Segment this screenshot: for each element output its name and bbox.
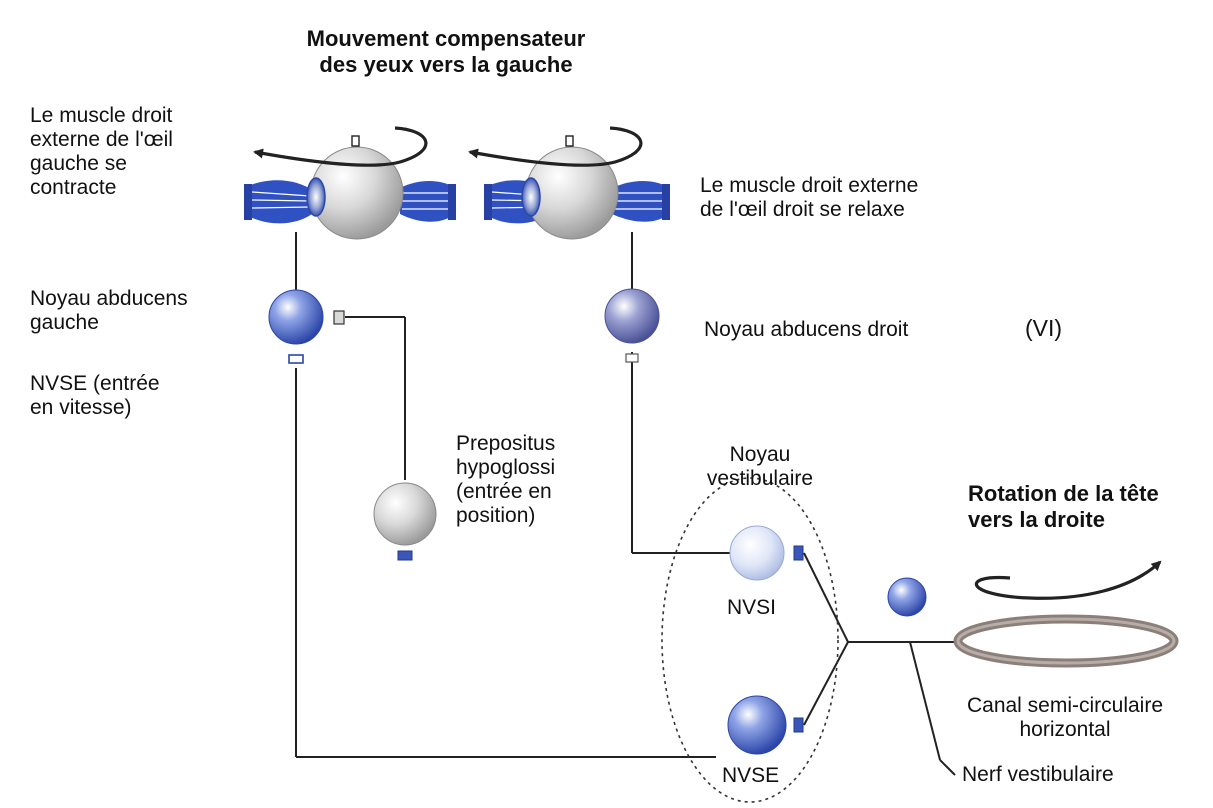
- canal-label: Canal semi-circulaire horizontal: [930, 694, 1200, 742]
- left-eye-label-line3: gauche se: [30, 152, 127, 175]
- prepositus-label-line3: (entrée en: [456, 480, 552, 503]
- left-eye-label-line2: externe de l'œil: [30, 128, 173, 151]
- nvsi-terminal: [793, 545, 804, 561]
- left-eye-label: Le muscle droit externe de l'œil gauche …: [30, 104, 173, 200]
- right-abducens-nucleus: [604, 288, 660, 344]
- title-line2: des yeux vers la gauche: [319, 52, 573, 77]
- right-abducens-input-terminal: [625, 353, 639, 363]
- vestibular-nucleus-outline: [661, 477, 839, 803]
- head-rotation-label-line1: Rotation de la tête: [968, 481, 1159, 506]
- left-abducens-label-line1: Noyau abducens: [30, 287, 188, 310]
- nvse-input-label: NVSE (entrée en vitesse): [30, 372, 160, 420]
- head-rotation-label: Rotation de la tête vers la droite: [968, 481, 1159, 533]
- left-eye: [244, 135, 456, 240]
- head-rotation-arrow: [974, 560, 1162, 600]
- left-abducens-label: Noyau abducens gauche: [30, 287, 188, 335]
- left-eye-label-line4: contracte: [30, 176, 117, 199]
- right-eye-iris: [521, 177, 541, 217]
- nvse-input-label-line2: en vitesse): [30, 396, 132, 419]
- title-line1: Mouvement compensateur: [306, 26, 586, 51]
- vestibular-nucleus-label-line1: Noyau: [729, 443, 791, 466]
- vestibular-nerve-label: Nerf vestibulaire: [962, 763, 1114, 786]
- canal-label-line1: Canal semi-circulaire: [966, 694, 1164, 717]
- prepositus-terminal: [397, 550, 413, 561]
- right-eye-rotation-arrow: [468, 126, 643, 167]
- nvsi-nucleus: [729, 525, 785, 581]
- canal-highlight: [956, 617, 1176, 665]
- vestibular-nucleus-label: Noyau vestibulaire: [690, 443, 830, 491]
- right-eye-label-line1: Le muscle droit externe: [700, 174, 919, 197]
- right-eye-muscle-medial: [612, 181, 670, 222]
- line-nerve-end: [939, 759, 956, 776]
- right-eye-label-line2: de l'œil droit se relaxe: [700, 198, 905, 221]
- prepositus-label-line4: position): [456, 504, 536, 527]
- nvse-input-label-line1: NVSE (entrée: [30, 372, 160, 395]
- left-eye-muscle-lateral: [244, 180, 312, 224]
- prepositus-label-line2: hypoglossi: [456, 456, 556, 479]
- cranial-nerve-vi-label: (VI): [1025, 315, 1063, 341]
- nvse-label: NVSE: [722, 764, 780, 787]
- right-abducens-label: Noyau abducens droit: [704, 318, 909, 341]
- prepositus-label: Prepositus hypoglossi (entrée en positio…: [456, 432, 555, 528]
- head-rotation-label-line2: vers la droite: [968, 507, 1105, 532]
- left-abducens-terminal: [333, 310, 345, 325]
- line-nerve-drop: [909, 641, 941, 761]
- canal-label-line2: horizontal: [1019, 718, 1111, 741]
- left-eye-rotation-arrow: [253, 126, 428, 167]
- left-eye-muscle-medial: [400, 181, 456, 222]
- title: Mouvement compensateur des yeux vers la …: [246, 26, 646, 78]
- right-eye-label: Le muscle droit externe de l'œil droit s…: [700, 174, 918, 222]
- left-abducens-label-line2: gauche: [30, 311, 99, 334]
- nvse-nucleus: [727, 695, 787, 755]
- vestibular-nucleus-label-line2: vestibulaire: [706, 467, 814, 490]
- left-eye-iris: [306, 177, 326, 217]
- line-nvsi-fan: [803, 552, 849, 643]
- connection-lines: [295, 232, 960, 776]
- right-eye-top-marker: [565, 135, 574, 147]
- line-nvse-fan: [803, 641, 849, 726]
- left-abducens-input-terminal: [288, 354, 304, 364]
- vestibular-ganglion-cell: [887, 577, 927, 617]
- prepositus-label-line1: Prepositus: [456, 432, 556, 455]
- left-eye-top-marker: [351, 135, 360, 147]
- left-eye-label-line1: Le muscle droit: [30, 104, 173, 127]
- prepositus-nucleus: [373, 482, 437, 546]
- right-eye: [484, 135, 670, 240]
- nvsi-label: NVSI: [727, 596, 777, 619]
- left-abducens-nucleus: [268, 289, 324, 345]
- nvse-terminal: [793, 717, 804, 733]
